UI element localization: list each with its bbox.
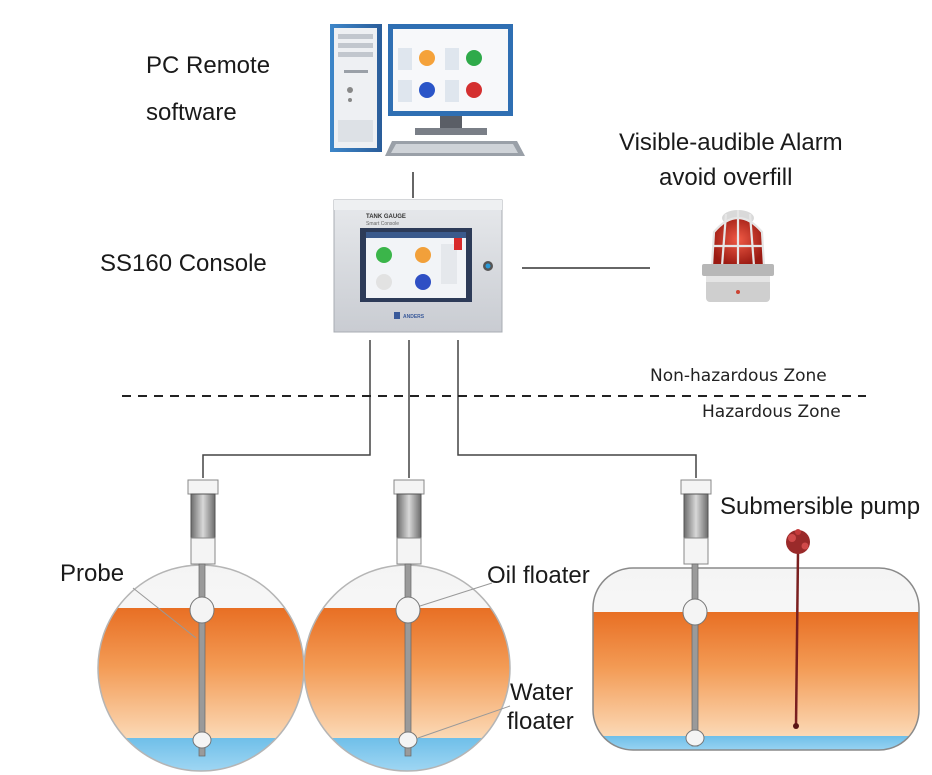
signal-cables [202, 340, 697, 478]
water-floater-label-line2: floater [507, 708, 574, 735]
pc-remote-label-line2: software [146, 99, 237, 126]
probe-2 [393, 479, 425, 757]
submersible-pump [786, 529, 810, 729]
pc-remote-label-line1: PC Remote [146, 52, 271, 79]
alarm-label-line2: avoid overfill [659, 164, 793, 191]
pc-computer [330, 24, 525, 156]
probe-label: Probe [60, 560, 125, 587]
non-hazardous-zone-label: Non-hazardous Zone [650, 366, 827, 386]
pointer-lines [132, 582, 511, 739]
hazardous-zone-label: Hazardous Zone [702, 402, 841, 422]
oil-floater-label: Oil floater [487, 562, 590, 589]
console-label: SS160 Console [100, 250, 267, 277]
alarm-beacon [702, 210, 774, 302]
tank-3 [592, 567, 920, 751]
console-panel-subtitle: Smart Console [366, 221, 399, 227]
ss160-console-device: TANK GAUGE Smart Console ANDERS [333, 199, 503, 333]
probe-1 [187, 479, 219, 757]
submersible-pump-label: Submersible pump [720, 493, 921, 520]
probe-3 [680, 479, 712, 747]
alarm-label-line1: Visible-audible Alarm [619, 129, 843, 156]
console-panel-title: TANK GAUGE [366, 214, 406, 220]
console-brand: ANDERS [403, 314, 425, 320]
water-floater-label-line1: Water [510, 679, 574, 706]
